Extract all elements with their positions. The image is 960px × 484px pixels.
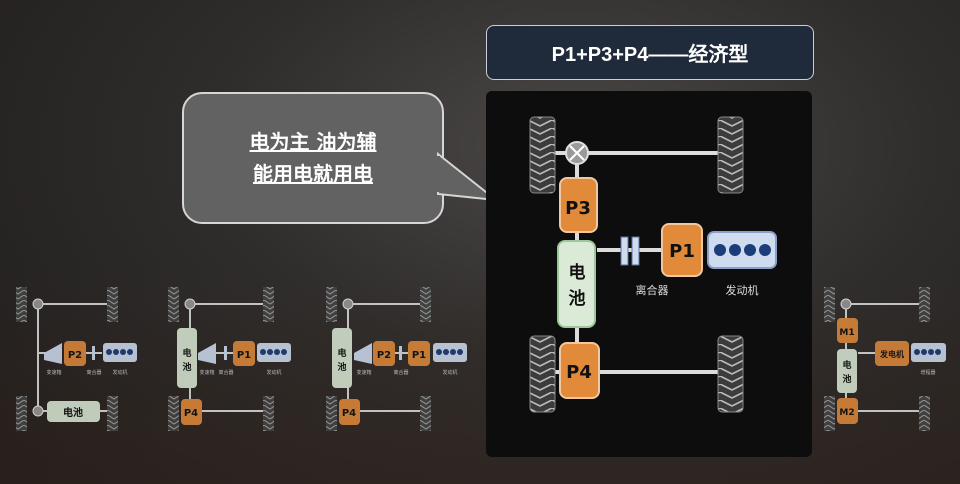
s1-wheel xyxy=(16,396,27,431)
s4-battery-char-2: 池 xyxy=(842,373,851,385)
small-diagram-4: M1 电 池 M2 发电机 增程器 xyxy=(824,287,946,431)
callout-line-1: 电为主 油为辅 xyxy=(249,130,377,154)
engine-label: 发动机 xyxy=(726,283,759,297)
s3-engine-label: 发动机 xyxy=(442,369,457,376)
main-battery xyxy=(557,240,596,328)
s3-gearbox-icon xyxy=(354,343,372,364)
s1-battery xyxy=(47,401,100,422)
s2-gearbox-icon xyxy=(198,343,216,364)
small-diagram-3: 电 池 P2 P1 变速箱 离合器 发动机 P4 xyxy=(326,287,467,431)
p3-label: P3 xyxy=(565,198,591,219)
s4-m1-label: M1 xyxy=(839,328,854,338)
s1-differential-icon xyxy=(32,405,44,417)
rear-left-wheel xyxy=(529,335,556,413)
s1-gearbox-label: 变速箱 xyxy=(46,369,61,376)
s1-engine-icon xyxy=(103,343,137,362)
s4-engine-label: 增程器 xyxy=(920,369,935,376)
s3-p1-label: P1 xyxy=(412,350,426,361)
s3-clutch-icon xyxy=(399,346,402,360)
s3-battery-char-2: 池 xyxy=(337,361,346,373)
s4-wheel xyxy=(919,396,930,431)
callout-tail xyxy=(436,151,500,202)
s1-clutch-label: 离合器 xyxy=(86,369,101,376)
small-diagram-2: 电 池 P1 变速箱 离合器 发动机 P4 xyxy=(168,287,291,431)
small-diagram-1: P2 变速箱 离合器 发动机 电池 xyxy=(16,287,137,431)
s1-wheel xyxy=(107,396,118,431)
s1-gearbox-icon xyxy=(44,343,62,364)
s3-clutch-label: 离合器 xyxy=(393,369,408,376)
s4-m2-motor xyxy=(837,398,858,424)
s3-differential-icon xyxy=(342,298,354,310)
s4-battery-char-1: 电 xyxy=(842,359,851,371)
s1-wheel xyxy=(107,287,118,322)
s3-wheel xyxy=(326,396,337,431)
s1-p2-motor xyxy=(64,341,86,366)
s4-wheel xyxy=(919,287,930,322)
battery-char-2: 池 xyxy=(569,288,586,309)
s3-wheel xyxy=(420,287,431,322)
s4-battery xyxy=(837,349,857,393)
battery-char-1: 电 xyxy=(569,262,586,283)
s4-generator-label: 发电机 xyxy=(879,349,904,359)
s4-m2-label: M2 xyxy=(839,408,854,418)
s3-wheel xyxy=(420,396,431,431)
s1-engine-label: 发动机 xyxy=(112,369,127,376)
s3-p1-motor xyxy=(408,341,430,366)
s3-wheel xyxy=(326,287,337,322)
front-left-wheel xyxy=(529,116,556,194)
s3-battery xyxy=(332,328,352,388)
s1-battery-label: 电池 xyxy=(63,406,83,419)
s3-p4-motor xyxy=(339,399,360,425)
front-right-wheel xyxy=(717,116,744,194)
s2-differential-icon xyxy=(184,298,196,310)
s1-wheel xyxy=(16,287,27,322)
s3-p4-label: P4 xyxy=(342,408,356,419)
s2-wheel xyxy=(263,396,274,431)
s3-gearbox-label: 变速箱 xyxy=(356,369,371,376)
main-diagram: P3 电 池 P4 离合器 P1 发动机 xyxy=(529,116,777,413)
p3-motor xyxy=(559,177,598,233)
s2-clutch-icon xyxy=(224,346,227,360)
s3-battery-char-1: 电 xyxy=(337,347,346,359)
s2-battery xyxy=(177,328,197,388)
s2-p1-motor xyxy=(233,341,255,366)
s2-wheel xyxy=(168,396,179,431)
s4-m1-motor xyxy=(837,318,858,343)
s1-clutch-icon xyxy=(92,346,95,360)
clutch-icon xyxy=(620,236,640,266)
rear-right-wheel xyxy=(717,335,744,413)
s4-differential-icon xyxy=(840,298,852,310)
p4-motor xyxy=(559,342,600,399)
callout-line-2: 能用电就用电 xyxy=(253,162,373,186)
s3-p2-motor xyxy=(373,341,395,366)
s3-engine-icon xyxy=(433,343,467,362)
clutch-label: 离合器 xyxy=(636,283,669,297)
s1-differential-icon xyxy=(32,298,44,310)
s2-wheel xyxy=(263,287,274,322)
s2-p4-motor xyxy=(181,399,202,425)
s2-clutch-label: 离合器 xyxy=(218,369,233,376)
s2-engine-label: 发动机 xyxy=(266,369,281,376)
s2-gearbox-label: 变速箱 xyxy=(199,369,214,376)
s4-wheel xyxy=(824,396,835,431)
s3-p2-label: P2 xyxy=(377,350,391,361)
s2-wheel xyxy=(168,287,179,322)
engine-icon xyxy=(707,231,777,269)
page-title: P1+P3+P4——经济型 xyxy=(486,25,814,80)
s2-battery-char-1: 电 xyxy=(182,347,191,359)
differential-icon xyxy=(565,141,589,165)
s2-engine-icon xyxy=(257,343,291,362)
s4-generator xyxy=(875,341,909,366)
s2-p1-label: P1 xyxy=(237,350,251,361)
s2-p4-label: P4 xyxy=(184,408,198,419)
s2-battery-char-2: 池 xyxy=(182,361,191,373)
p1-label: P1 xyxy=(669,241,695,262)
s1-p2-label: P2 xyxy=(68,350,82,361)
s4-wheel xyxy=(824,287,835,322)
p1-motor xyxy=(661,223,703,277)
p4-label: P4 xyxy=(566,362,592,383)
